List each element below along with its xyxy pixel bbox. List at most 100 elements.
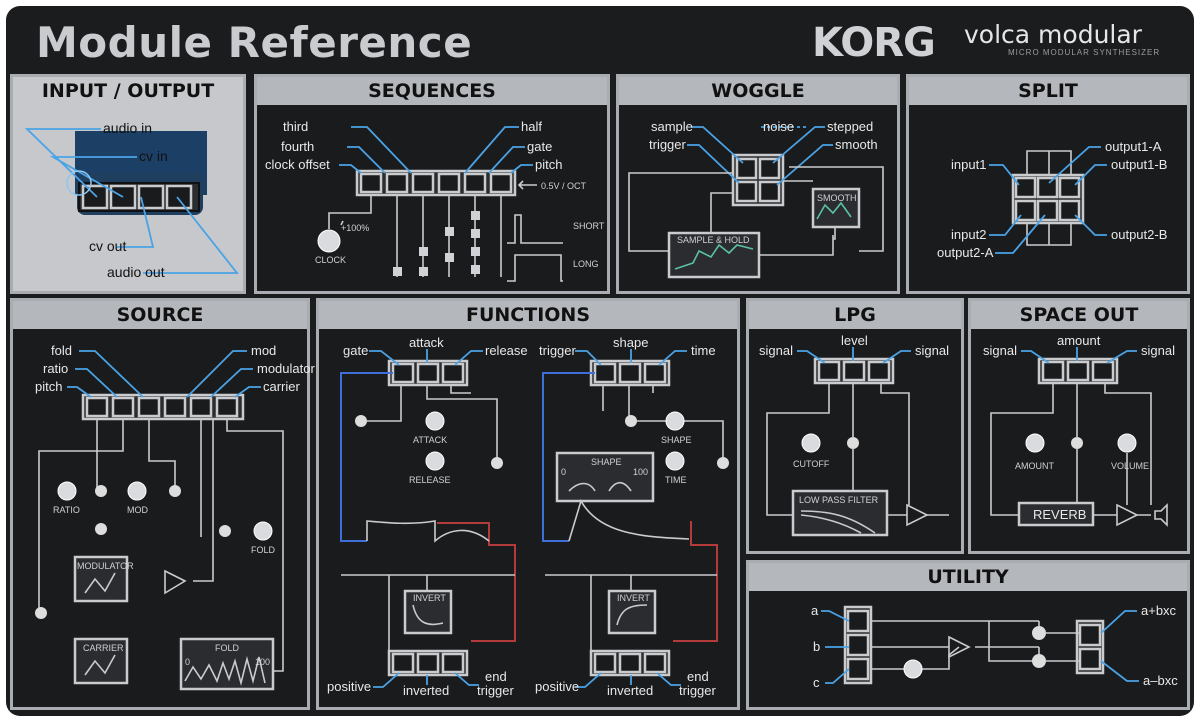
io-audio-in-line xyxy=(24,128,101,198)
func-label: 100 xyxy=(633,467,648,477)
func-label: gate xyxy=(343,343,368,358)
utility-label: a+bxc xyxy=(1141,603,1177,618)
split-jack-1 xyxy=(1014,176,1037,199)
sum-node-icon xyxy=(717,457,729,469)
spaceout-input-lines xyxy=(1021,347,1137,364)
lpg-label: CUTOFF xyxy=(793,459,830,469)
io-jack-3 xyxy=(137,184,165,210)
func-b-jack-1 xyxy=(593,362,617,384)
io-cv-in-line xyxy=(49,156,137,198)
woggle-sample-hold-box xyxy=(667,231,761,279)
woggle-jack-3 xyxy=(735,180,758,203)
sequences-diagram: third fourth clock offset half gate pitc… xyxy=(265,119,605,282)
sum-node-icon xyxy=(219,525,231,537)
func-bus-lines xyxy=(341,574,717,651)
woggle-label: stepped xyxy=(827,119,873,134)
seq-jack-3 xyxy=(411,172,435,194)
func-label: positive xyxy=(327,679,371,694)
source-fold-line xyxy=(79,350,144,398)
spaceout-label: signal xyxy=(983,343,1017,358)
func-label: INVERT xyxy=(617,593,650,603)
func-a-out-1 xyxy=(391,652,415,674)
io-label: audio in xyxy=(103,120,152,136)
sum-node-icon xyxy=(35,607,47,619)
func-a-jack-2 xyxy=(416,362,440,384)
func-b-envelope xyxy=(568,498,690,542)
func-a-jack-3 xyxy=(441,362,465,384)
func-label: INVERT xyxy=(413,593,446,603)
seq-half-line xyxy=(464,126,519,174)
split-input2-line xyxy=(989,214,1022,236)
source-label: FOLD xyxy=(251,545,276,555)
func-a-end-path xyxy=(437,522,516,642)
func-label: shape xyxy=(613,335,648,350)
panel-title: SPLIT xyxy=(909,77,1187,105)
io-label: cv out xyxy=(89,238,126,254)
spaceout-jack-1 xyxy=(1041,360,1065,382)
source-jack-1 xyxy=(85,396,109,418)
source-jack-5 xyxy=(189,396,213,418)
lpg-label: signal xyxy=(915,343,949,358)
io-label: cv in xyxy=(139,148,168,164)
func-a-out-3 xyxy=(441,652,465,674)
split-jack-2 xyxy=(1036,176,1059,199)
io-cv-out-line xyxy=(117,196,155,248)
panel-title: LPG xyxy=(749,301,961,329)
utility-jack-b xyxy=(846,633,870,657)
func-b-out-lines xyxy=(575,672,681,688)
seq-label: gate xyxy=(527,139,552,154)
panel-title: SEQUENCES xyxy=(257,77,607,105)
shape-knob-icon xyxy=(665,411,685,431)
split-output2b-line xyxy=(1074,214,1107,236)
amount-knob-icon xyxy=(1025,433,1045,453)
func-b-end-path xyxy=(673,521,718,642)
utility-output-lines xyxy=(1100,610,1139,682)
seq-step xyxy=(445,227,454,236)
source-label: ratio xyxy=(43,361,68,376)
clock-knob-arc xyxy=(340,220,344,226)
spaceout-diagram: signal amount signal AMOUNT VOLUME REVER… xyxy=(983,333,1175,527)
seq-label: CLOCK xyxy=(315,255,346,265)
lpg-jack-3 xyxy=(867,360,891,382)
func-label: RELEASE xyxy=(409,475,451,485)
spaceout-jack-2 xyxy=(1066,360,1090,382)
source-label: MOD xyxy=(127,505,148,515)
panel-utility: UTILITY a b c a+bxc a–bxc xyxy=(746,560,1190,710)
source-jack-2 xyxy=(111,396,135,418)
panel-split: SPLIT input1 input2 output2-A output1-A … xyxy=(906,74,1190,294)
func-label: TIME xyxy=(665,475,687,485)
split-diagram: input1 input2 output2-A output1-A output… xyxy=(937,139,1167,260)
lpg-connections xyxy=(766,383,910,516)
func-label: release xyxy=(485,343,528,358)
source-label: 0 xyxy=(185,657,190,667)
func-a-invert-box xyxy=(403,589,453,635)
fold-knob-icon xyxy=(253,521,273,541)
seq-step xyxy=(471,211,480,220)
seq-step xyxy=(393,267,402,276)
seq-clock-offset-line xyxy=(339,164,362,174)
low-pass-filter-box xyxy=(791,489,889,537)
woggle-stepped-line xyxy=(772,126,825,164)
utility-jack-diff xyxy=(1078,647,1102,671)
split-label: input2 xyxy=(951,227,986,242)
spaceout-jack-3 xyxy=(1091,360,1115,382)
seq-step xyxy=(419,247,428,256)
difference-node-icon xyxy=(1032,654,1046,668)
seq-pitch-input-arrow xyxy=(517,180,537,190)
utility-amp-icon xyxy=(948,635,971,659)
source-pitch-line xyxy=(67,386,92,398)
woggle-smooth-line xyxy=(776,144,833,186)
source-modulator-line xyxy=(210,368,253,398)
seq-jack-2 xyxy=(385,172,409,194)
seq-step xyxy=(471,247,480,256)
io-audio-out-line xyxy=(143,196,239,274)
utility-label: a xyxy=(811,603,819,618)
panel-woggle: WOGGLE sample trigger noise stepped smoo… xyxy=(616,74,900,294)
seq-label: third xyxy=(283,119,308,134)
sum-node-icon xyxy=(625,415,637,427)
source-carrier-line xyxy=(234,386,261,398)
seq-gate-line xyxy=(488,146,525,174)
func-a-invert-curve xyxy=(412,604,444,626)
func-b-jack-3 xyxy=(643,362,667,384)
time-knob-icon xyxy=(665,451,685,471)
